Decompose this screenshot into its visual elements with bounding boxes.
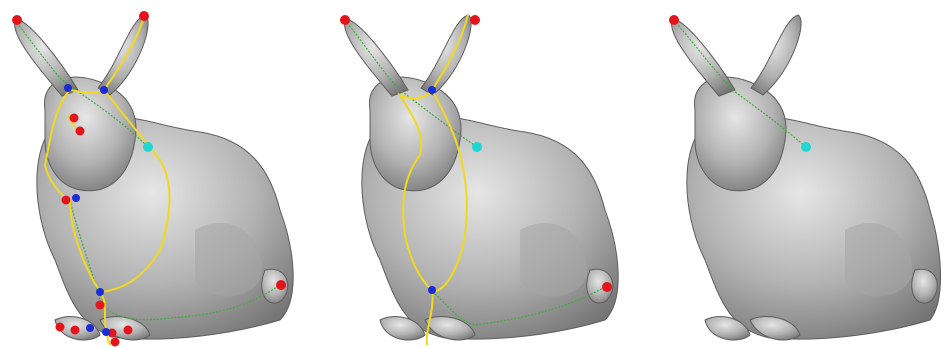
cyan-markers [143,142,153,152]
cyan-markers [472,142,482,152]
red-markers [669,15,679,25]
bunny-panel-right [650,0,947,348]
bunny-mesh [671,15,940,340]
bunny-mesh [14,15,293,340]
bunny-mesh [344,15,618,340]
bunny-panel-middle [325,0,625,348]
cyan-markers [801,142,811,152]
bunny-panel-left [0,0,300,348]
